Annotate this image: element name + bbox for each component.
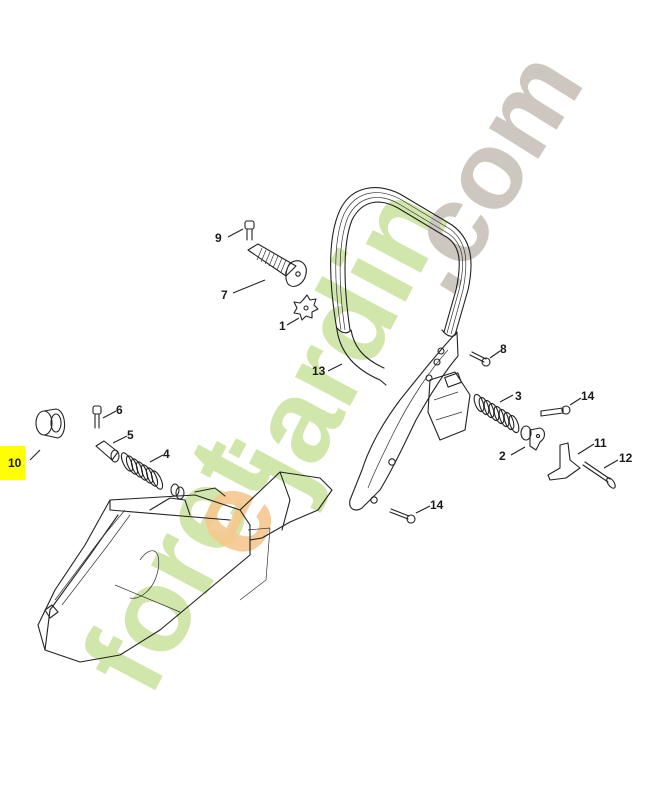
label-part-13: 13 xyxy=(312,364,326,378)
watermark: foret e jardin .com xyxy=(56,30,606,712)
label-part-8: 8 xyxy=(500,342,507,356)
screw-part-6 xyxy=(92,405,117,429)
screw-part-9 xyxy=(227,220,255,241)
screw-part-12 xyxy=(582,459,619,489)
buffer-part-7 xyxy=(232,243,307,294)
spring-plug-part-2 xyxy=(510,425,546,456)
label-part-11: 11 xyxy=(594,436,607,450)
label-part-4: 4 xyxy=(163,447,170,461)
label-part-14-upper: 14 xyxy=(581,389,595,403)
svg-text:.com: .com xyxy=(366,30,606,313)
plug-part-10 xyxy=(29,408,66,461)
leader-13 xyxy=(327,363,343,372)
screw-part-14-lower xyxy=(389,505,431,524)
label-part-2: 2 xyxy=(499,449,506,463)
screw-part-14-upper xyxy=(540,397,582,417)
label-part-5: 5 xyxy=(127,428,134,442)
clip-part-11 xyxy=(547,442,595,481)
label-part-12: 12 xyxy=(619,451,633,465)
label-part-7: 7 xyxy=(221,288,228,302)
star-buffer-part-1 xyxy=(286,294,319,326)
label-part-10-highlighted: 10 xyxy=(0,446,26,480)
label-part-14-lower: 14 xyxy=(430,498,444,512)
label-part-6: 6 xyxy=(116,403,123,417)
screw-part-8 xyxy=(469,350,501,367)
spring-plug-part-5 xyxy=(95,435,128,463)
label-part-1: 1 xyxy=(279,319,286,333)
label-part-9: 9 xyxy=(215,231,222,245)
spring-part-3 xyxy=(473,393,520,434)
handle-bar-part-13 xyxy=(330,187,472,511)
housing xyxy=(37,471,333,663)
label-part-3: 3 xyxy=(515,389,522,403)
